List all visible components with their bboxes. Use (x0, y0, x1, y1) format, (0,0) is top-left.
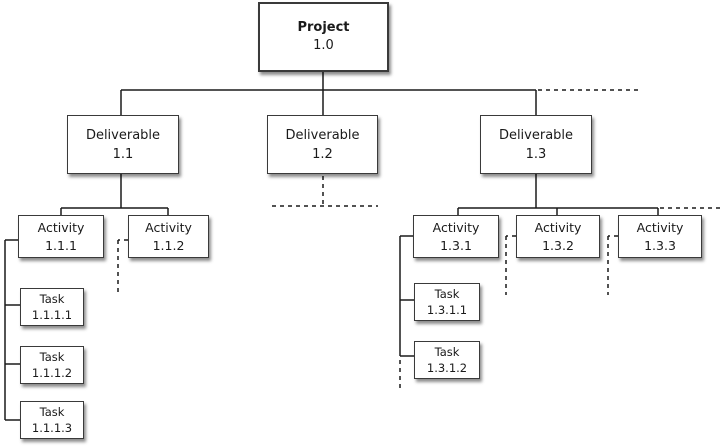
deliverable-number: 1.1 (112, 146, 134, 162)
deliverable-node: Deliverable 1.1 (67, 115, 179, 174)
task-title: Task (39, 292, 65, 306)
activity-node: Activity 1.3.3 (618, 215, 702, 258)
deliverable-node: Deliverable 1.2 (267, 115, 378, 174)
task-title: Task (434, 287, 460, 301)
activity-title: Activity (432, 219, 480, 235)
activity-node: Activity 1.1.1 (18, 215, 104, 258)
task-node: Task 1.3.1.1 (414, 283, 480, 321)
task-number: 1.1.1.1 (31, 308, 73, 322)
deliverable-node: Deliverable 1.3 (480, 115, 592, 174)
activity-title: Activity (534, 219, 582, 235)
task-node: Task 1.1.1.1 (20, 288, 84, 326)
activity-number: 1.3.2 (542, 237, 574, 253)
task-number: 1.3.1.2 (426, 361, 468, 375)
deliverable-title: Deliverable (498, 127, 574, 143)
activity-node: Activity 1.3.1 (413, 215, 499, 258)
task-title: Task (39, 405, 65, 419)
task-node: Task 1.1.1.3 (20, 401, 84, 439)
project-node: Project 1.0 (258, 2, 389, 72)
task-node: Task 1.3.1.2 (414, 341, 480, 379)
task-number: 1.3.1.1 (426, 303, 468, 317)
project-number: 1.0 (313, 38, 334, 53)
task-number: 1.1.1.2 (31, 366, 73, 380)
activity-node: Activity 1.1.2 (128, 215, 209, 258)
deliverable-number: 1.3 (525, 146, 547, 162)
activity-number: 1.1.1 (45, 237, 77, 253)
activity-number: 1.3.1 (440, 237, 472, 253)
activity-number: 1.3.3 (644, 237, 676, 253)
task-title: Task (434, 345, 460, 359)
activity-node: Activity 1.3.2 (516, 215, 600, 258)
activity-title: Activity (636, 219, 684, 235)
activity-number: 1.1.2 (152, 237, 185, 253)
deliverable-number: 1.2 (312, 146, 333, 162)
deliverable-title: Deliverable (85, 127, 161, 143)
task-title: Task (39, 350, 65, 364)
activity-title: Activity (145, 219, 192, 235)
task-number: 1.1.1.3 (31, 421, 73, 435)
project-title: Project (297, 20, 350, 35)
task-node: Task 1.1.1.2 (20, 346, 84, 384)
deliverable-title: Deliverable (285, 127, 360, 143)
activity-title: Activity (37, 219, 85, 235)
